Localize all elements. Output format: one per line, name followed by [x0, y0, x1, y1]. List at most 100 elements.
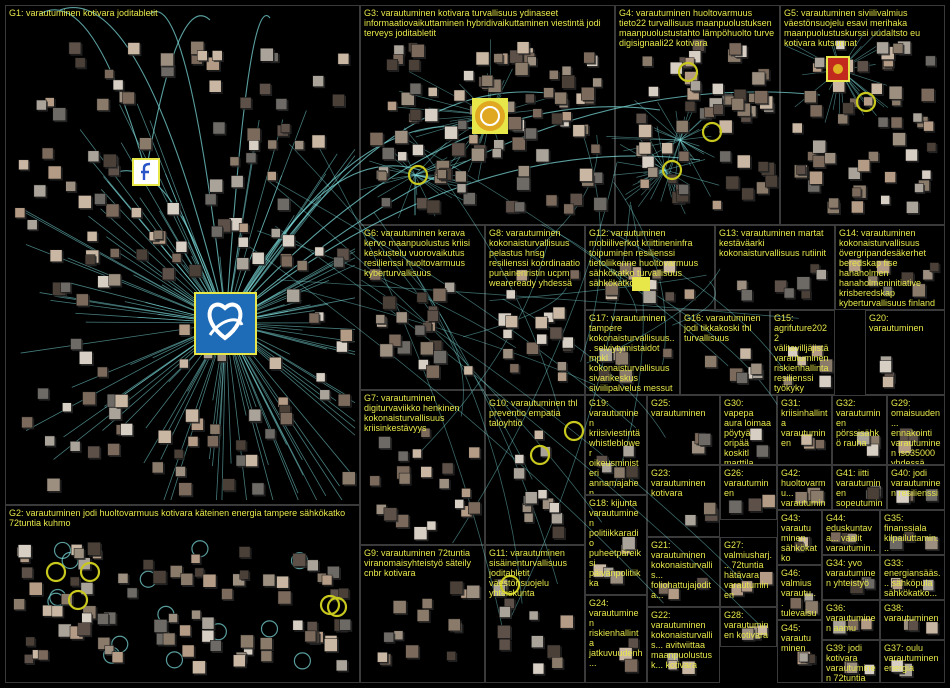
node-thumbnail [163, 633, 175, 645]
node-thumbnail [320, 390, 330, 400]
node-thumbnail [123, 92, 135, 104]
node-thumbnail [864, 97, 873, 106]
node-thumbnail [445, 126, 458, 139]
node-thumbnail [573, 125, 585, 137]
node-thumbnail [752, 72, 765, 85]
node-thumbnail [97, 614, 108, 625]
node-thumbnail [340, 619, 351, 630]
node-thumbnail [339, 588, 349, 598]
group-label-g16: G16: varautuminen jodi tikkakoski thl tu… [684, 313, 766, 343]
node-thumbnail [415, 325, 425, 335]
node-thumbnail [593, 78, 602, 87]
node-thumbnail [212, 51, 222, 61]
node-thumbnail [312, 135, 325, 148]
node-thumbnail [546, 195, 557, 206]
node-thumbnail [889, 86, 902, 99]
node-thumbnail [324, 639, 337, 652]
node-thumbnail [231, 176, 243, 188]
hub-node-f-logo [132, 158, 160, 186]
node-thumbnail [176, 466, 186, 476]
node-thumbnail [210, 640, 221, 651]
node-thumbnail [684, 289, 694, 299]
node-thumbnail [280, 413, 292, 425]
node-thumbnail [442, 463, 453, 474]
node-thumbnail [127, 588, 137, 598]
node-thumbnail [210, 424, 220, 434]
node-thumbnail [552, 526, 564, 538]
node-thumbnail [88, 446, 100, 458]
group-cell-g43: G43: varautuminen sähkökatko [777, 510, 822, 565]
node-thumbnail [497, 625, 510, 638]
node-thumbnail [203, 574, 216, 587]
coa-lion [833, 64, 843, 74]
node-thumbnail [62, 403, 71, 412]
node-thumbnail [383, 296, 396, 309]
node-thumbnail [648, 87, 658, 97]
group-label-g17: G17: varautuminen tampere kokonaisturval… [589, 313, 676, 395]
node-thumbnail [925, 56, 935, 66]
node-thumbnail [562, 66, 571, 75]
group-cell-g21: G21: varautuminen kokonaisturvallis... f… [647, 537, 720, 607]
node-thumbnail [71, 339, 82, 350]
node-thumbnail [395, 131, 408, 144]
node-thumbnail [158, 430, 171, 443]
node-thumbnail [455, 499, 464, 508]
node-thumbnail [552, 113, 563, 124]
group-label-g5: G5: varautuminen siviilivalmius väestöns… [784, 8, 941, 48]
node-thumbnail [222, 589, 233, 600]
node-thumbnail [758, 162, 768, 172]
group-label-g34: G34: yvo varautuminen yhteistyö [826, 558, 876, 588]
group-cell-g44: G44: eduskuntava... vaalit varautumin... [822, 510, 880, 555]
node-thumbnail [241, 635, 254, 648]
node-thumbnail [260, 48, 273, 61]
node-thumbnail [455, 171, 466, 182]
node-thumbnail [278, 591, 291, 604]
node-thumbnail [737, 280, 747, 290]
group-label-g33: G33: energiansääs... sähköpula sähkökatk… [884, 558, 941, 598]
node-thumbnail [115, 394, 128, 407]
node-thumbnail [425, 109, 438, 122]
group-label-g42: G42: huoltovarmu... varautuminen infrast… [781, 468, 828, 510]
node-thumbnail [506, 290, 515, 299]
node-thumbnail [143, 560, 153, 570]
node-thumbnail [161, 53, 174, 66]
group-label-g3: G3: varautuminen kotivara turvallisuus y… [364, 8, 611, 38]
node-thumbnail [409, 60, 420, 71]
node-thumbnail [893, 133, 906, 146]
node-thumbnail [815, 57, 825, 67]
group-label-g10: G10: varautuminen thl preventio empatia … [489, 398, 581, 428]
node-thumbnail [640, 179, 649, 188]
node-thumbnail [462, 488, 471, 497]
node-thumbnail [52, 606, 63, 617]
node-thumbnail [38, 388, 49, 399]
node-thumbnail [260, 84, 271, 95]
node-thumbnail [276, 99, 287, 110]
node-thumbnail [499, 639, 510, 650]
node-thumbnail [140, 138, 152, 150]
node-thumbnail [748, 498, 761, 511]
node-thumbnail [240, 570, 249, 579]
node-thumbnail [377, 652, 387, 662]
node-thumbnail [494, 54, 503, 63]
group-label-g12: G12: varautuminen mobiiliverkot kriittin… [589, 228, 711, 288]
group-label-g24: G24: varautuminen riskienhallinta jatkuv… [589, 598, 643, 668]
node-thumbnail [690, 81, 700, 91]
node-thumbnail [533, 109, 542, 118]
node-thumbnail [45, 436, 55, 446]
emblem-disc [475, 101, 505, 131]
node-thumbnail [843, 103, 854, 114]
node-thumbnail [182, 645, 194, 657]
node-thumbnail [109, 407, 121, 419]
group-cell-g19: G19: varautuminen kriisiviestintä whistl… [585, 395, 647, 495]
group-label-g7: G7: varautuminen digiturvaviikko henkine… [364, 393, 481, 433]
node-thumbnail [881, 195, 890, 204]
node-thumbnail [797, 277, 810, 290]
node-thumbnail [109, 274, 121, 286]
node-thumbnail [287, 289, 300, 302]
node-thumbnail [394, 631, 403, 640]
loop-ring [703, 123, 721, 141]
node-thumbnail [211, 226, 222, 237]
node-thumbnail [564, 204, 574, 214]
node-thumbnail [880, 361, 892, 373]
